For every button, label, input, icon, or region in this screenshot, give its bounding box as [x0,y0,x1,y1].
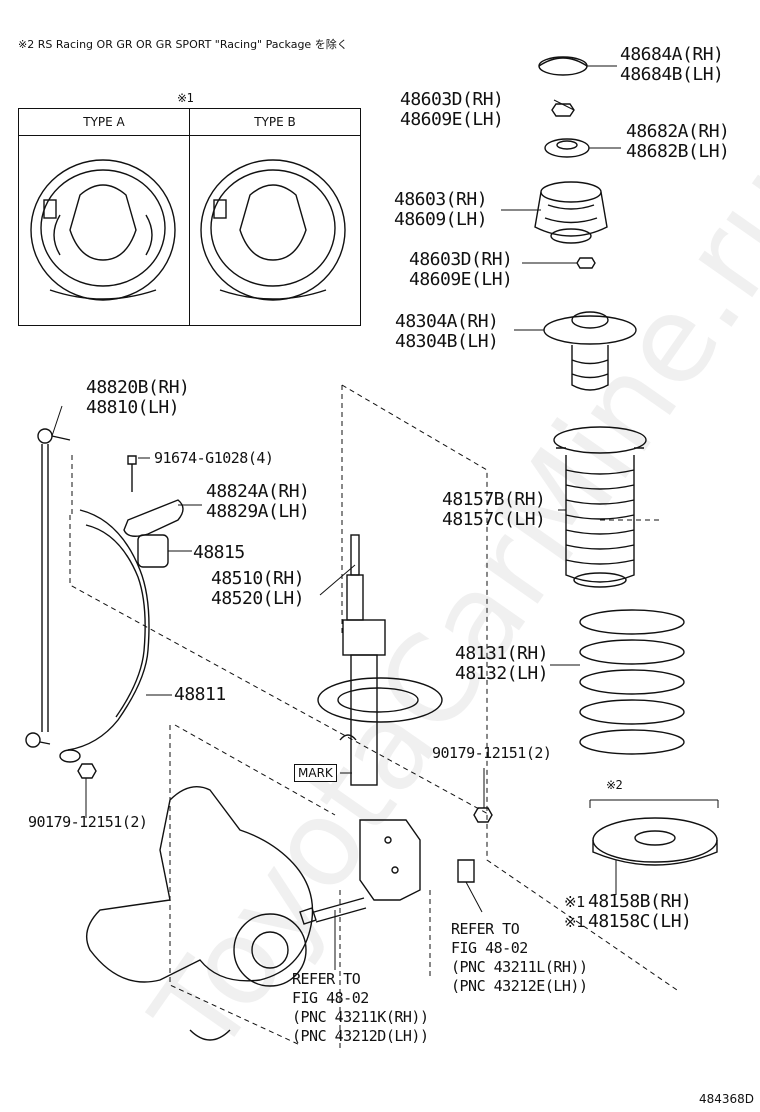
label-48603d-mid-lh: 48609E(LH) [409,269,513,290]
nut-90179-left-drawing [77,763,97,779]
stabilizer-bar-drawing [67,509,150,751]
label-48158-lh: 48158C(LH) [588,911,692,932]
label-48811: 48811 [174,684,226,705]
refer-left-line-4: (PNC 43212D(LH)) [292,1027,429,1045]
label-48603-lh: 48609(LH) [394,209,488,230]
label-48158-mark-lh: ※1 [564,913,585,931]
knuckle-drawing [86,786,314,1041]
bushing-drawing [137,534,169,568]
type-b-mount-drawing [200,159,346,301]
bolt-91674-drawing [127,455,137,492]
shock-absorber-drawing [317,534,443,901]
label-91674: 91674-G1028(4) [154,449,274,467]
boot-drawing [553,426,647,588]
label-48815: 48815 [193,542,245,563]
label-48684-lh: 48684B(LH) [620,64,724,85]
label-48603d-mid-rh: 48603D(RH) [409,249,513,270]
bracket-drawing [123,499,184,537]
refer-right-line-4: (PNC 43212E(LH)) [451,977,588,995]
label-48304-lh: 48304B(LH) [395,331,499,352]
type-a-label: TYPE A [19,109,189,136]
label-48682-rh: 48682A(RH) [626,121,730,142]
label-48158-mark-rh: ※1 [564,893,585,911]
bolt-lower-right-drawing [457,859,475,883]
label-48820-rh: 48820B(RH) [86,377,190,398]
insulator-drawing [592,817,718,866]
label-48682-lh: 48682B(LH) [626,141,730,162]
type-a-panel: TYPE A [18,108,190,326]
dust-cap-drawing [538,56,588,76]
nut-top-drawing [551,103,575,117]
label-48824-rh: 48824A(RH) [206,481,310,502]
refer-left-line-1: REFER TO [292,970,361,988]
nut-mid-drawing [576,257,596,269]
label-48684-rh: 48684A(RH) [620,44,724,65]
label-48131-rh: 48131(RH) [455,643,549,664]
label-48603-rh: 48603(RH) [394,189,488,210]
label-90179-left: 90179-12151(2) [28,813,148,831]
label-48603d-top-lh: 48609E(LH) [400,109,504,130]
bump-stopper-drawing [543,311,637,391]
refer-left-line-3: (PNC 43211K(RH)) [292,1008,429,1026]
mark-label: MARK [294,764,337,782]
label-48824-lh: 48829A(LH) [206,501,310,522]
label-48820-lh: 48810(LH) [86,397,180,418]
support-drawing [534,181,608,244]
type-b-panel: TYPE B [189,108,361,326]
label-48157-lh: 48157C(LH) [442,509,546,530]
refer-left-line-2: FIG 48-02 [292,989,369,1007]
exclusion-note: ※2 RS Racing OR GR OR GR SPORT "Racing" … [18,38,348,51]
label-48304-rh: 48304A(RH) [395,311,499,332]
label-48157-rh: 48157B(RH) [442,489,546,510]
type-b-label: TYPE B [190,109,360,136]
nut-90179-right-drawing [473,807,493,823]
sub-mark-2: ※2 [606,778,623,792]
refer-right-line-2: FIG 48-02 [451,939,528,957]
bolt-lower-left-drawing [299,897,367,925]
type-a-mount-drawing [30,159,176,301]
label-48603d-top-rh: 48603D(RH) [400,89,504,110]
coil-spring-drawing [579,609,685,755]
type-group-mark: ※1 [177,91,194,105]
label-90179-right: 90179-12151(2) [432,744,552,762]
document-id: 484368D [698,1092,754,1106]
label-48158-rh: 48158B(RH) [588,891,692,912]
refer-right-line-3: (PNC 43211L(RH)) [451,958,588,976]
label-48510-rh: 48510(RH) [211,568,305,589]
label-48131-lh: 48132(LH) [455,663,549,684]
stabilizer-link-drawing [25,428,71,748]
refer-right-line-1: REFER TO [451,920,520,938]
label-48510-lh: 48520(LH) [211,588,305,609]
